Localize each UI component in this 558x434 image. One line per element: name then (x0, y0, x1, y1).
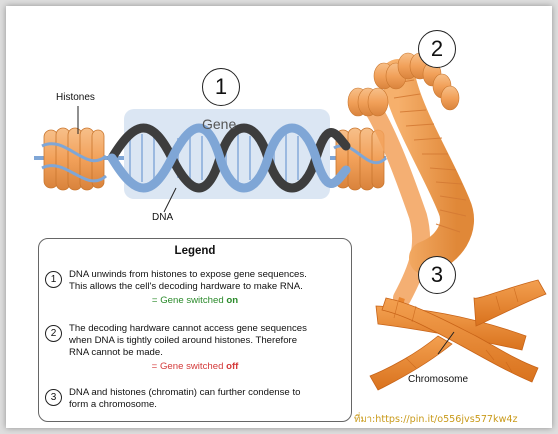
dna-label: DNA (152, 212, 173, 223)
legend-text-line: when DNA is tightly coiled around histon… (69, 335, 349, 347)
source-caption: ที่มา:https://pin.it/o556jvs577kw4z (354, 412, 518, 427)
legend-item-number: 3 (45, 389, 62, 406)
legend-text-line: DNA and histones (chromatin) can further… (69, 387, 349, 399)
legend-item-text: DNA unwinds from histones to expose gene… (69, 269, 349, 293)
step-1-circle: 1 (202, 68, 240, 106)
figure-frame: 1 2 3 Histones Gene DNA Chromosome Legen… (6, 6, 552, 428)
legend-item-number: 2 (45, 325, 62, 342)
legend-text-line: RNA cannot be made. (69, 347, 349, 359)
legend-box: Legend 1 DNA unwinds from histones to ex… (38, 238, 352, 422)
step-3-circle: 3 (418, 256, 456, 294)
gene-label: Gene (202, 116, 236, 132)
legend-item-number: 1 (45, 271, 62, 288)
nucleosome-left (42, 128, 106, 190)
legend-text-line: form a chromosome. (69, 399, 349, 411)
gene-switched-on: = Gene switched on (39, 295, 351, 306)
legend-title: Legend (39, 245, 351, 257)
switch-state-off: off (226, 361, 238, 372)
legend-text-line: This allows the cell's decoding hardware… (69, 281, 349, 293)
legend-item-text: DNA and histones (chromatin) can further… (69, 387, 349, 411)
legend-item-text: The decoding hardware cannot access gene… (69, 323, 349, 359)
legend-text-line: The decoding hardware cannot access gene… (69, 323, 349, 335)
legend-text-line: DNA unwinds from histones to expose gene… (69, 269, 349, 281)
histones-label: Histones (56, 92, 95, 103)
step-2-circle: 2 (418, 30, 456, 68)
chromosome-label: Chromosome (408, 374, 468, 385)
switch-prefix: = Gene switched (152, 361, 226, 372)
switch-prefix: = Gene switched (152, 295, 226, 306)
switch-state-on: on (226, 295, 238, 306)
gene-switched-off: = Gene switched off (39, 361, 351, 372)
